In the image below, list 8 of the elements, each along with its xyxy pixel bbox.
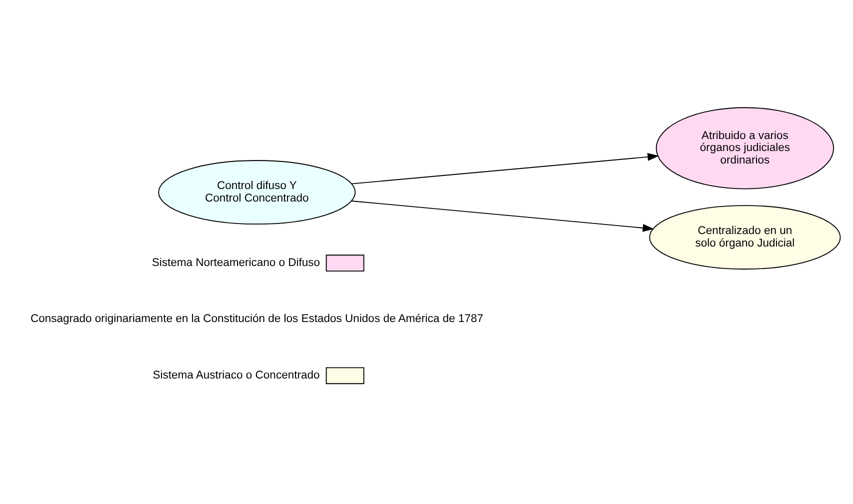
legend-label: Sistema Norteamericano o Difuso: [152, 256, 320, 269]
arrow: [351, 152, 659, 184]
node-ellipse: Centralizado en un solo órgano Judicial: [649, 204, 841, 270]
arrow: [351, 200, 654, 232]
node-ellipse: Control difuso Y Control Concentrado: [158, 160, 356, 224]
label: Consagrado originariamente en la Constitución de los Estados Unidos de América de 1787: [30, 312, 484, 324]
node-ellipse: Atribuido a varios órganos judiciales ordinarios: [656, 106, 834, 189]
legend-label: Sistema Austriaco o Concentrado: [152, 369, 320, 382]
